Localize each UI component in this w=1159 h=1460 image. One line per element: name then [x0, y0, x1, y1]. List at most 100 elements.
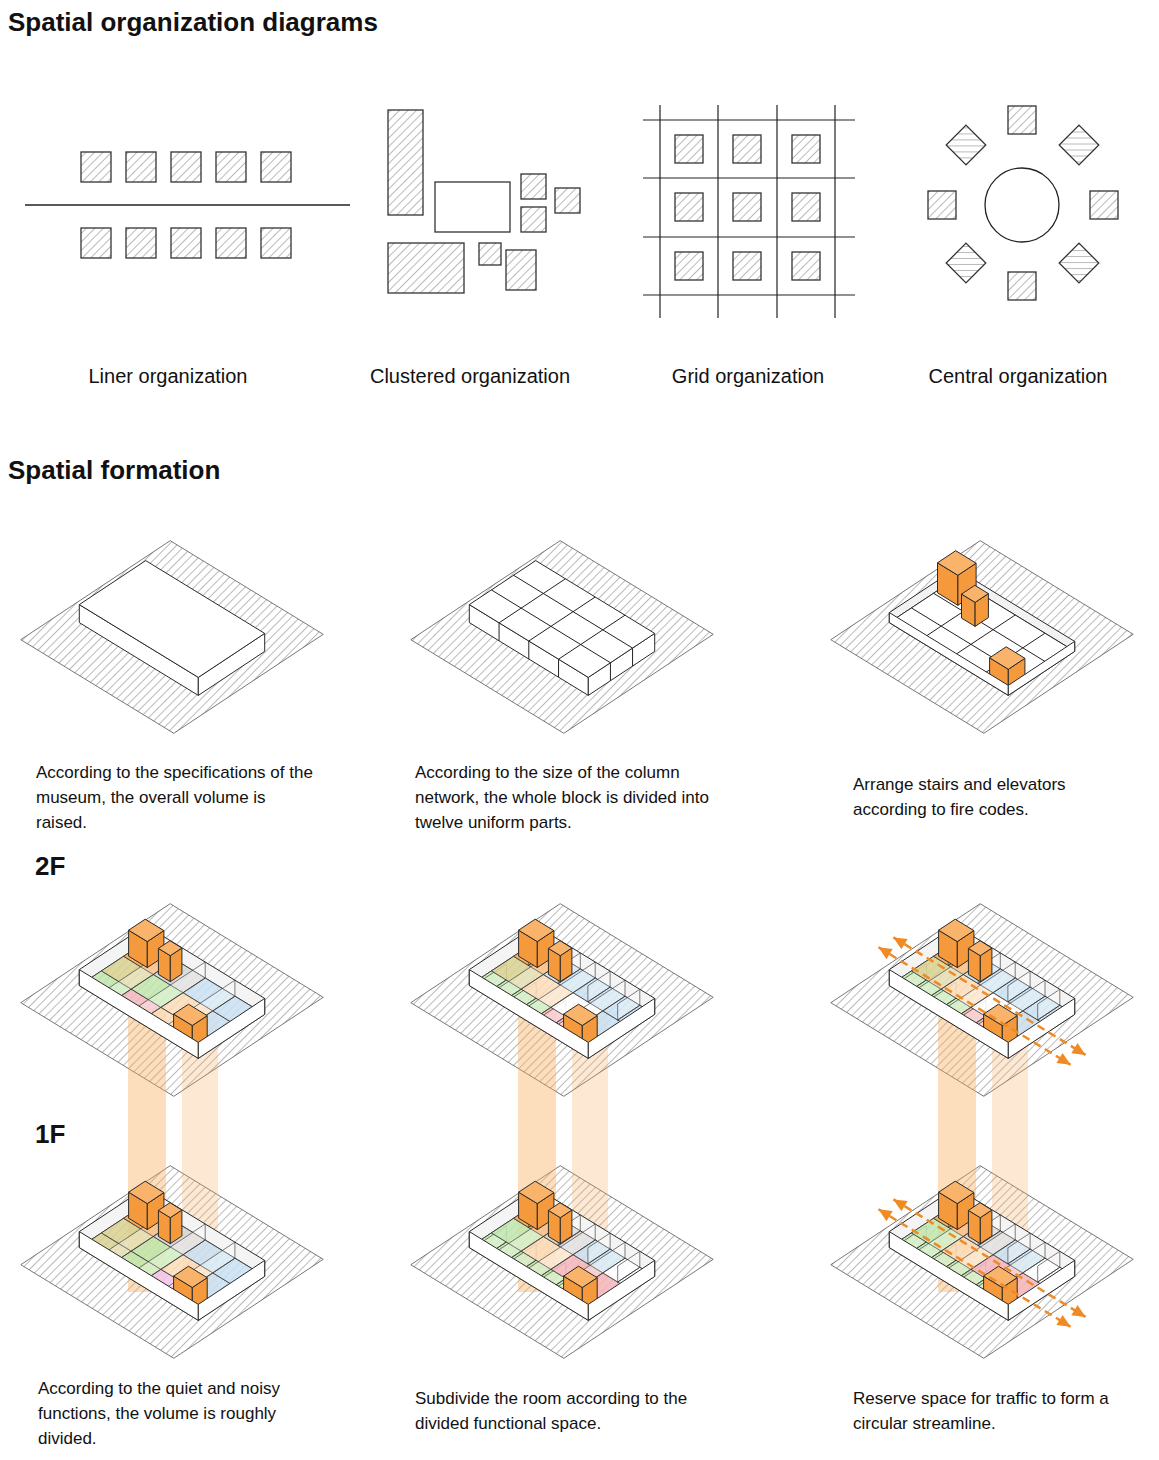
site-plate: [831, 904, 1133, 1097]
room-block: [675, 135, 703, 163]
arrow-head: [893, 1199, 907, 1211]
stair-core: [939, 919, 974, 941]
circulation-path: [879, 947, 1071, 1065]
stair-core: [519, 919, 554, 941]
grid-line: [643, 294, 855, 295]
stair-core: [564, 1004, 598, 1025]
arrow-head: [1071, 1043, 1085, 1055]
stair-core: [129, 1181, 164, 1203]
step-caption: According to the specifications of the m…: [36, 760, 321, 835]
site-plate: [411, 904, 713, 1097]
stair-core: [990, 647, 1025, 670]
front-wall: [79, 970, 198, 1059]
room-block: [81, 228, 111, 258]
room-block: [946, 125, 986, 165]
room-block: [171, 228, 201, 258]
room-block: [81, 152, 111, 182]
grid-line: [499, 623, 500, 641]
grid-line: [558, 659, 559, 677]
arrow-head: [1056, 1053, 1070, 1065]
grid-line: [776, 105, 777, 318]
room-block: [388, 243, 464, 293]
room-block: [479, 243, 501, 265]
grid-line: [610, 663, 611, 681]
stair-core: [548, 1203, 572, 1218]
diagram-label: Grid organization: [618, 364, 878, 389]
grid-line: [717, 105, 718, 318]
open-space: [435, 182, 510, 232]
floor-slab: [889, 579, 1074, 696]
front-wall: [889, 970, 1008, 1059]
stair-core: [564, 1266, 598, 1287]
room-block: [946, 243, 986, 283]
stair-core: [174, 1266, 208, 1287]
grid-line: [491, 590, 610, 663]
stair-core: [968, 1203, 992, 1218]
diagram-label: Liner organization: [18, 364, 318, 389]
museum-volume: [79, 561, 264, 678]
room-block: [733, 193, 761, 221]
section-heading: Spatial formation: [8, 454, 508, 487]
step-caption: Subdivide the room according to the divi…: [415, 1386, 715, 1436]
site-plate: [831, 1166, 1133, 1359]
front-wall: [469, 1232, 588, 1321]
circulation-path: [879, 1209, 1071, 1327]
room-block: [1008, 272, 1036, 300]
stair-core: [158, 941, 182, 956]
stair-core: [938, 551, 977, 576]
step-caption: According to the quiet and noisy functio…: [38, 1376, 313, 1451]
room-block: [733, 252, 761, 280]
room-block: [388, 110, 423, 215]
grid-line: [632, 648, 633, 666]
circulation-path: [893, 937, 1085, 1055]
stair-core: [519, 1181, 554, 1203]
arrow-head: [1071, 1305, 1085, 1317]
circulation-path: [893, 1199, 1085, 1317]
room-block: [555, 188, 580, 213]
section-heading: Spatial organization diagrams: [8, 6, 608, 39]
site-plate: [21, 541, 323, 734]
room-block: [126, 228, 156, 258]
front-wall: [79, 1232, 198, 1321]
front-wall: [198, 998, 264, 1058]
stair-core: [939, 1181, 974, 1203]
stair-core: [158, 1203, 182, 1218]
grid-line: [643, 119, 855, 120]
site-plate: [21, 904, 323, 1097]
room-block: [675, 252, 703, 280]
front-wall: [588, 1260, 654, 1320]
arrow-head: [879, 1209, 893, 1221]
room-block: [521, 174, 546, 199]
room-block: [261, 228, 291, 258]
site-plate: [21, 1166, 323, 1359]
site-plate: [411, 541, 713, 734]
room-block: [1059, 243, 1099, 283]
room-block: [675, 193, 703, 221]
grid-line: [643, 177, 855, 178]
front-wall: [588, 998, 654, 1058]
grid-line: [659, 105, 660, 318]
grid-line: [528, 641, 529, 659]
floor-label: 2F: [35, 850, 95, 883]
floor-label: 1F: [35, 1118, 95, 1151]
site-plate: [831, 541, 1133, 734]
room-block: [261, 152, 291, 182]
room-block: [1008, 106, 1036, 134]
central-space: [985, 168, 1059, 242]
front-wall: [889, 613, 1008, 696]
elevator-core: [962, 585, 989, 602]
diagram-label: Central organization: [878, 364, 1158, 389]
room-block: [216, 152, 246, 182]
column-grid-volume: [469, 561, 654, 678]
room-block: [171, 152, 201, 182]
grid-line: [514, 575, 633, 648]
grid-line: [643, 236, 855, 237]
stair-core: [968, 941, 992, 956]
stair-core: [174, 1004, 208, 1025]
step-caption: According to the size of the column netw…: [415, 760, 715, 835]
step-caption: Reserve space for traffic to form a circ…: [853, 1386, 1131, 1436]
arrow-head: [879, 947, 893, 959]
room-block: [733, 135, 761, 163]
arrow-head: [1056, 1315, 1070, 1327]
